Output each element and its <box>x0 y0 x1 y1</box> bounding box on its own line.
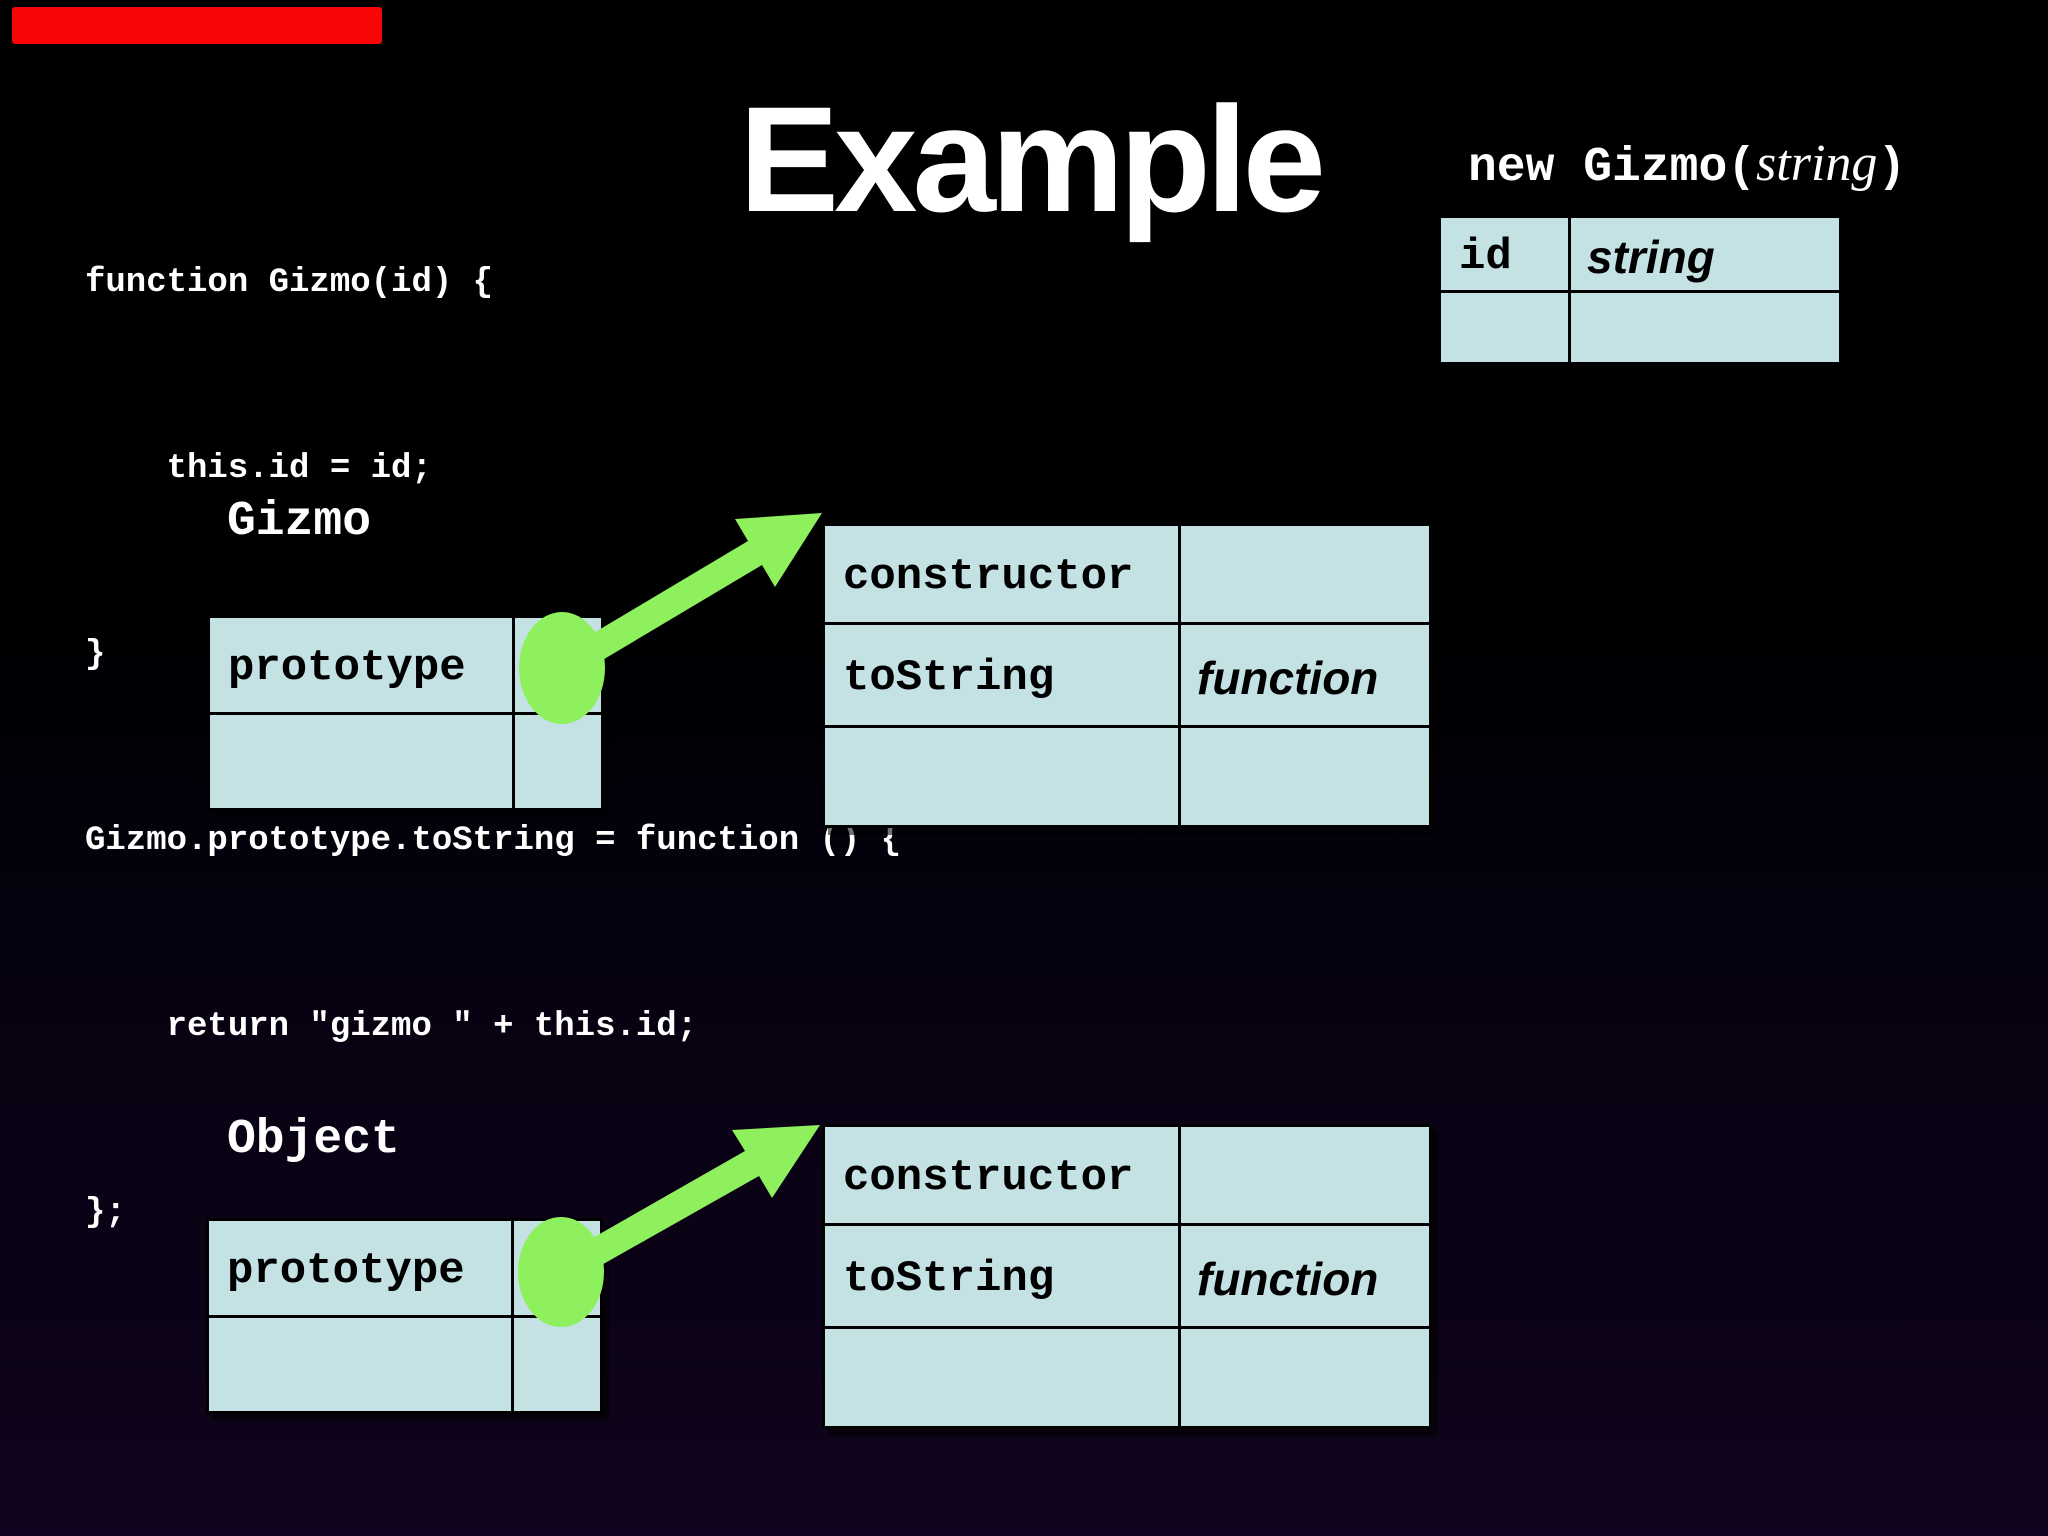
code-line: Gizmo.prototype.toString = function () { <box>85 822 902 860</box>
cell-empty <box>514 1318 600 1411</box>
cell-empty <box>515 715 601 808</box>
instance-table: id string <box>1438 215 1842 365</box>
cell-empty <box>1181 1329 1429 1426</box>
object-reference-table: prototype <box>206 1218 603 1414</box>
page-title: Example <box>739 75 1326 243</box>
cell-prototype: prototype <box>209 1221 511 1315</box>
cell-empty <box>1181 1127 1429 1223</box>
code-line: }; <box>85 1194 126 1232</box>
cell-empty <box>209 1318 511 1411</box>
cell-empty <box>1181 526 1429 622</box>
cell-pointer <box>514 1221 600 1315</box>
cell-constructor: constructor <box>825 526 1178 622</box>
gizmo-prototype-table: constructor toString function <box>822 523 1432 828</box>
code-line: } <box>85 636 106 674</box>
heading-arg: string <box>1756 135 1878 192</box>
cell-pointer <box>515 618 601 712</box>
heading-suffix: ) <box>1877 141 1907 195</box>
cell-empty <box>825 1329 1178 1426</box>
cell-empty <box>1571 293 1839 362</box>
cell-tostring: toString <box>825 1226 1178 1326</box>
cell-tostring: toString <box>825 625 1178 725</box>
cell-empty <box>1181 728 1429 825</box>
object-label: Object <box>227 1113 400 1167</box>
cell-prototype: prototype <box>210 618 512 712</box>
code-line: return "gizmo " + this.id; <box>85 1008 698 1046</box>
cell-empty <box>825 728 1178 825</box>
cell-id: id <box>1441 218 1568 290</box>
constructor-call-heading: new Gizmo(string) <box>1468 134 1906 198</box>
code-line: function Gizmo(id) { <box>85 264 494 302</box>
gizmo-label: Gizmo <box>227 495 372 549</box>
video-progress-bar[interactable] <box>12 7 382 44</box>
cell-empty <box>210 715 512 808</box>
cell-id-value: string <box>1571 218 1839 290</box>
cell-empty <box>1441 293 1568 362</box>
cell-tostring-value: function <box>1181 625 1429 725</box>
gizmo-reference-table: prototype <box>207 615 604 811</box>
code-block: function Gizmo(id) { this.id = id; } Giz… <box>85 128 901 1368</box>
cell-constructor: constructor <box>825 1127 1178 1223</box>
code-line: this.id = id; <box>85 450 432 488</box>
object-prototype-table: constructor toString function <box>822 1124 1432 1429</box>
cell-tostring-value: function <box>1181 1226 1429 1326</box>
heading-prefix: new Gizmo( <box>1468 141 1757 195</box>
